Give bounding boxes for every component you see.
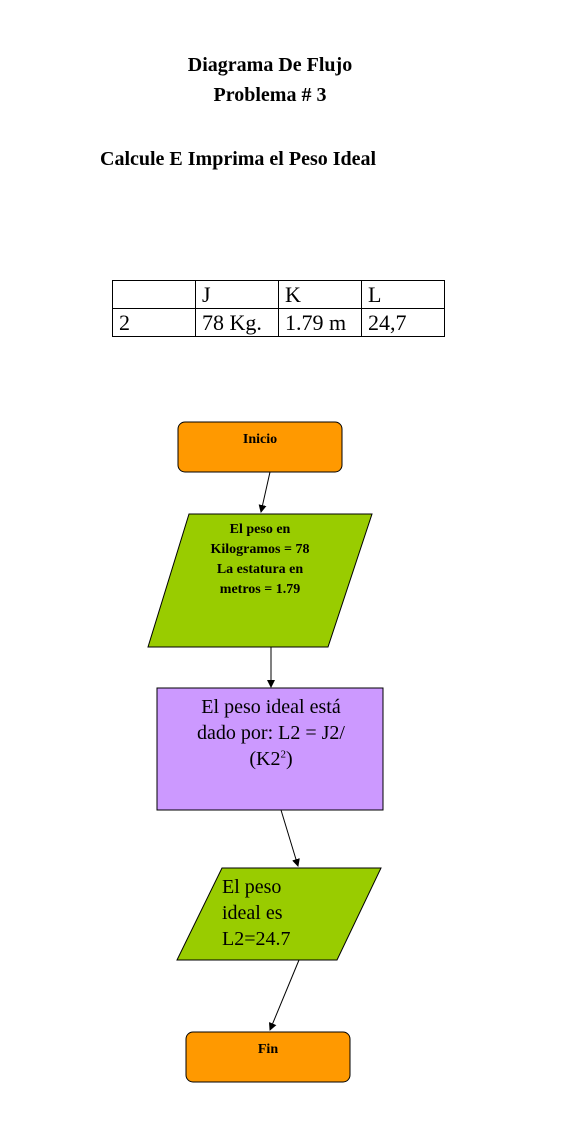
diagram-title: Diagrama De Flujo bbox=[187, 54, 353, 76]
arrow-output-to-end bbox=[268, 959, 300, 1031]
output-line: ideal es bbox=[222, 902, 283, 924]
end-label: Fin bbox=[257, 1042, 279, 1057]
end-terminal bbox=[185, 1031, 351, 1083]
output-parallelogram bbox=[176, 867, 382, 961]
start-label: Inicio bbox=[242, 432, 278, 447]
start-terminal bbox=[177, 421, 343, 473]
formula-suffix: ) bbox=[285, 748, 293, 770]
process-text: El peso ideal está dado por: L2 = J2/ (K… bbox=[160, 694, 382, 772]
process-box bbox=[156, 687, 384, 811]
table-cell: 78 Kg. bbox=[195, 308, 279, 337]
input-line: La estatura en bbox=[216, 562, 304, 577]
data-table: J K L 2 78 Kg. 1.79 m 24,7 bbox=[112, 280, 445, 337]
diagram-subtitle: Calcule E Imprima el Peso Ideal bbox=[100, 148, 377, 170]
input-line: metros = 1.79 bbox=[219, 582, 301, 597]
process-line: (K22) bbox=[160, 746, 382, 772]
table-cell: 24,7 bbox=[361, 308, 445, 337]
formula-exponent: 2 bbox=[280, 748, 286, 761]
input-line: El peso en bbox=[229, 522, 291, 537]
table-row: 2 78 Kg. 1.79 m 24,7 bbox=[112, 308, 445, 337]
process-line: El peso ideal está bbox=[201, 696, 341, 718]
input-text: El peso en Kilogramos = 78 La estatura e… bbox=[185, 520, 335, 600]
formula-prefix: (K2 bbox=[249, 748, 281, 770]
output-line: El peso bbox=[222, 876, 282, 898]
input-line: Kilogramos = 78 bbox=[210, 542, 310, 557]
diagram-problem-number: Problema # 3 bbox=[213, 84, 327, 106]
input-parallelogram bbox=[147, 513, 373, 648]
arrow-process-to-output bbox=[280, 809, 300, 867]
output-text: El peso ideal es L2=24.7 bbox=[222, 874, 342, 952]
table-cell: 1.79 m bbox=[278, 308, 362, 337]
arrow-start-to-input bbox=[258, 471, 271, 513]
table-cell: L bbox=[361, 280, 445, 309]
process-line: dado por: L2 = J2/ bbox=[197, 722, 345, 744]
table-header-row: J K L bbox=[112, 280, 445, 309]
table-cell: 2 bbox=[112, 308, 196, 337]
output-line: L2=24.7 bbox=[222, 928, 291, 950]
